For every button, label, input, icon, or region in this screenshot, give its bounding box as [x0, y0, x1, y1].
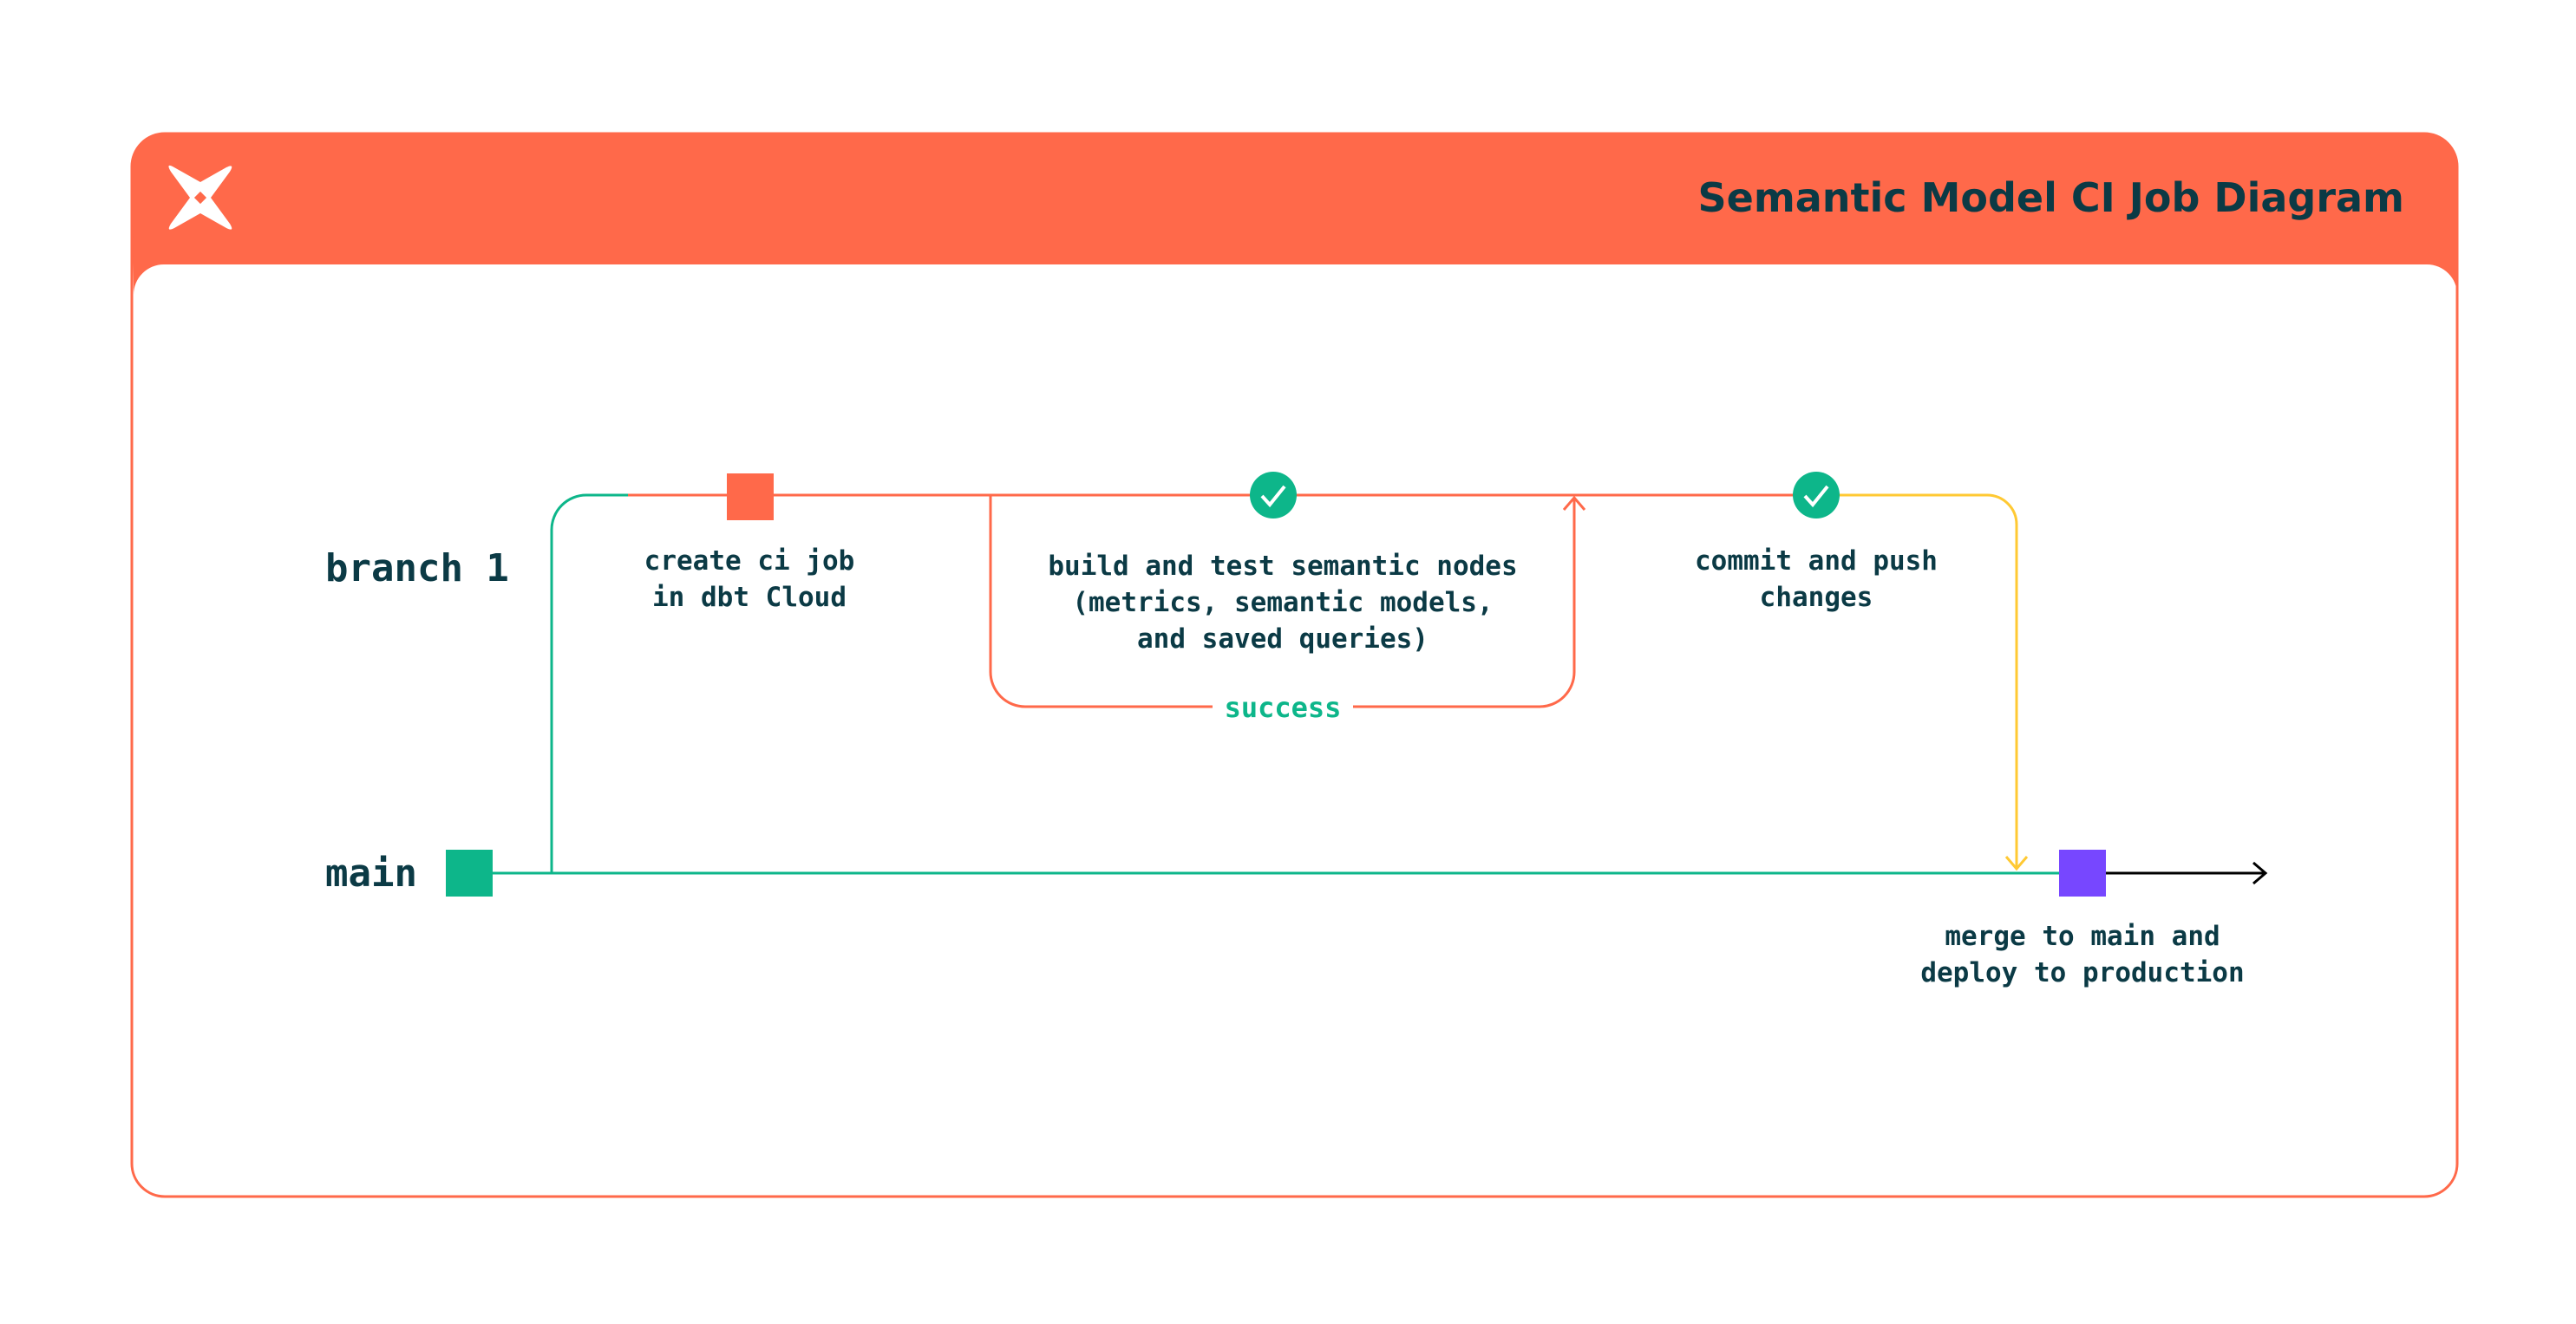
main-start-node: [446, 850, 493, 897]
merge-step-label: merge to main and: [1945, 921, 2220, 952]
success-label: success: [1225, 691, 1342, 724]
lane-label-branch: branch 1: [325, 546, 509, 590]
check-circle-icon: [1793, 472, 1840, 519]
lane-label-main: main: [325, 851, 417, 896]
build-step-label: build and test semantic nodes: [1048, 551, 1517, 582]
commit-step-label: commit and push: [1695, 545, 1938, 577]
loop-arrow-icon: [1562, 495, 1586, 511]
build-step-label: (metrics, semantic models,: [1072, 587, 1493, 618]
merge-step-label: deploy to production: [1920, 957, 2244, 988]
card-frame: [130, 132, 2459, 1198]
create-ci-job-node: [727, 473, 774, 520]
merge-line: [1816, 493, 2018, 867]
create-step-label: create ci job: [644, 545, 855, 577]
merge-arrow-icon: [2004, 856, 2029, 871]
deploy-arrow-icon: [2252, 861, 2268, 885]
test-loop-line: [989, 495, 1576, 708]
dbt-logo-icon: [168, 165, 232, 230]
build-step-label: and saved queries): [1137, 623, 1429, 655]
commit-step-label: changes: [1760, 582, 1873, 613]
create-step-label: in dbt Cloud: [652, 582, 847, 613]
header-bar: [132, 134, 2457, 295]
branch-out-line: [550, 493, 628, 873]
check-circle-icon: [1250, 472, 1297, 519]
merge-node: [2059, 850, 2106, 897]
page-title: Semantic Model CI Job Diagram: [1697, 174, 2404, 221]
